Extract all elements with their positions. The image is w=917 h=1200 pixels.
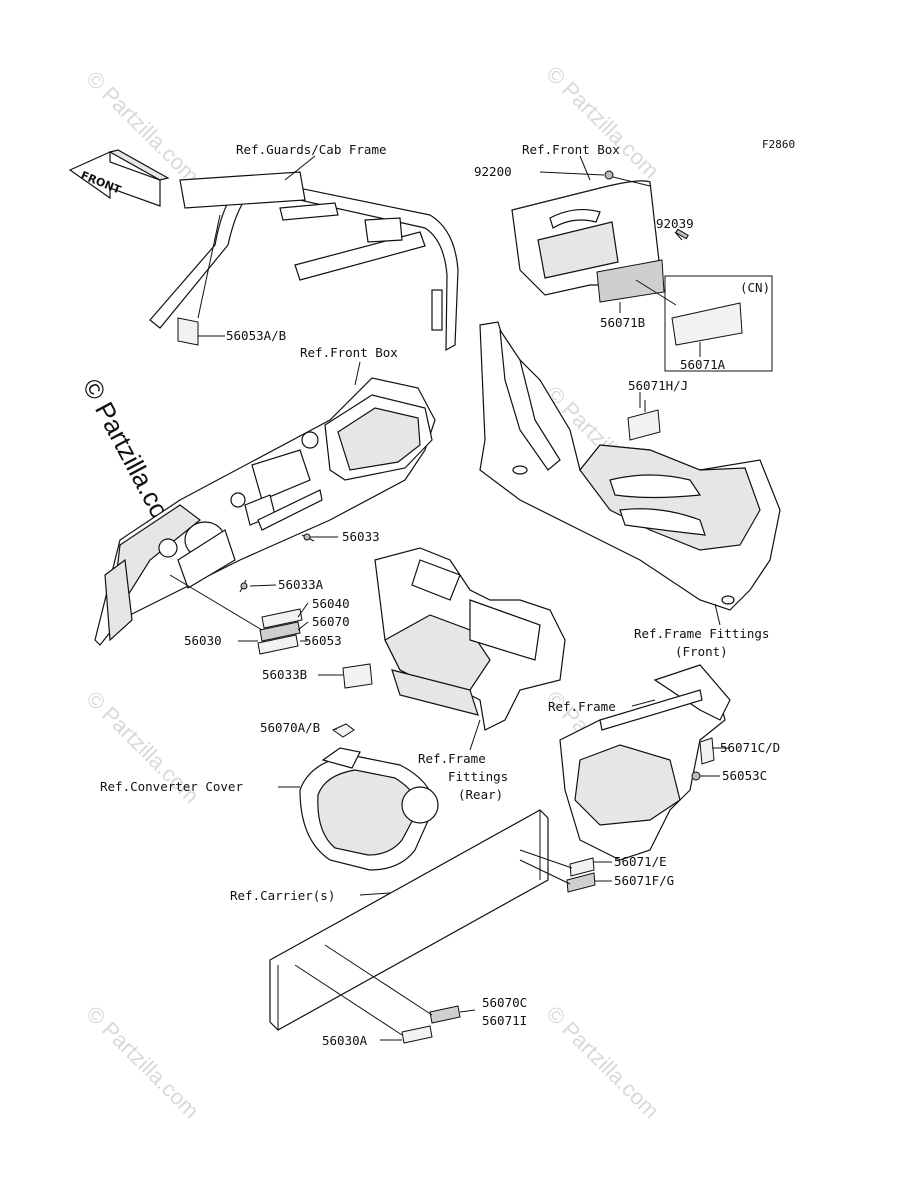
ref-converter-cover-label: Ref.Converter Cover [100, 779, 243, 794]
ref-front-box-dash-label: Ref.Front Box [300, 345, 398, 360]
ref-frame-fittings-rear-label-2: Fittings [448, 769, 508, 784]
part-56053-label: 56053 [304, 633, 342, 648]
watermark: © Partzilla.com [81, 1001, 204, 1124]
part-92039-label: 92039 [656, 216, 694, 231]
leader-lines [198, 155, 730, 1041]
front-box-top [511, 170, 661, 296]
part-56071cd-label: 56071C/D [720, 740, 780, 755]
ref-frame-fittings-rear-label-3: (Rear) [458, 787, 503, 802]
part-56040-label: 56040 [312, 596, 350, 611]
labels: Ref.Guards/Cab Frame Ref.Front Box 92200… [100, 142, 780, 1048]
frame-fittings-rear [374, 547, 566, 731]
part-56071e-label: 56071/E [614, 854, 667, 869]
part-56071a-label: 56071A [680, 357, 726, 372]
part-56070ab-label: 56070A/B [260, 720, 320, 735]
ref-frame-label: Ref.Frame [548, 699, 616, 714]
ref-guards-cab-frame-label: Ref.Guards/Cab Frame [236, 142, 387, 157]
part-56070-label: 56070 [312, 614, 350, 629]
part-56033-label: 56033 [342, 529, 380, 544]
watermark: © Partzilla.com [541, 1001, 664, 1124]
part-56033b-label: 56033B [262, 667, 307, 682]
ref-frame-fittings-rear-label: Ref.Frame [418, 751, 486, 766]
part-56030-label: 56030 [184, 633, 222, 648]
ref-carriers-label: Ref.Carrier(s) [230, 888, 335, 903]
converter-cover [299, 723, 439, 871]
frame-assembly [559, 664, 731, 861]
dashboard-panel [94, 377, 436, 646]
cab-frame [149, 171, 459, 352]
part-56071hj-label: 56071H/J [628, 378, 688, 393]
part-56053c-label: 56053C [722, 768, 767, 783]
part-56030a-label: 56030A [322, 1033, 368, 1048]
decal-group-cn [596, 228, 773, 372]
decal-56053ab [177, 317, 199, 346]
part-56071b-label: 56071B [600, 315, 645, 330]
ref-front-box-top-label: Ref.Front Box [522, 142, 620, 157]
part-56071fg-label: 56071F/G [614, 873, 674, 888]
ref-frame-fittings-front-label: Ref.Frame Fittings [634, 626, 769, 641]
ref-frame-fittings-front-sub-label: (Front) [675, 644, 728, 659]
front-arrow: FRONT [68, 149, 170, 207]
dashboard-decals [169, 533, 315, 655]
part-56053ab-label: 56053A/B [226, 328, 286, 343]
frame-fittings-front [479, 321, 781, 611]
part-56033a-label: 56033A [278, 577, 324, 592]
diagram-code: F2860 [762, 138, 795, 151]
decal-56033b [342, 663, 373, 689]
part-56070c-label: 56070C [482, 995, 527, 1010]
cn-region-label: (CN) [740, 280, 770, 295]
watermark: © Partzilla.com [541, 61, 664, 184]
part-56071i-label: 56071I [482, 1013, 527, 1028]
carrier-panel [269, 809, 596, 1044]
part-92200-label: 92200 [474, 164, 512, 179]
